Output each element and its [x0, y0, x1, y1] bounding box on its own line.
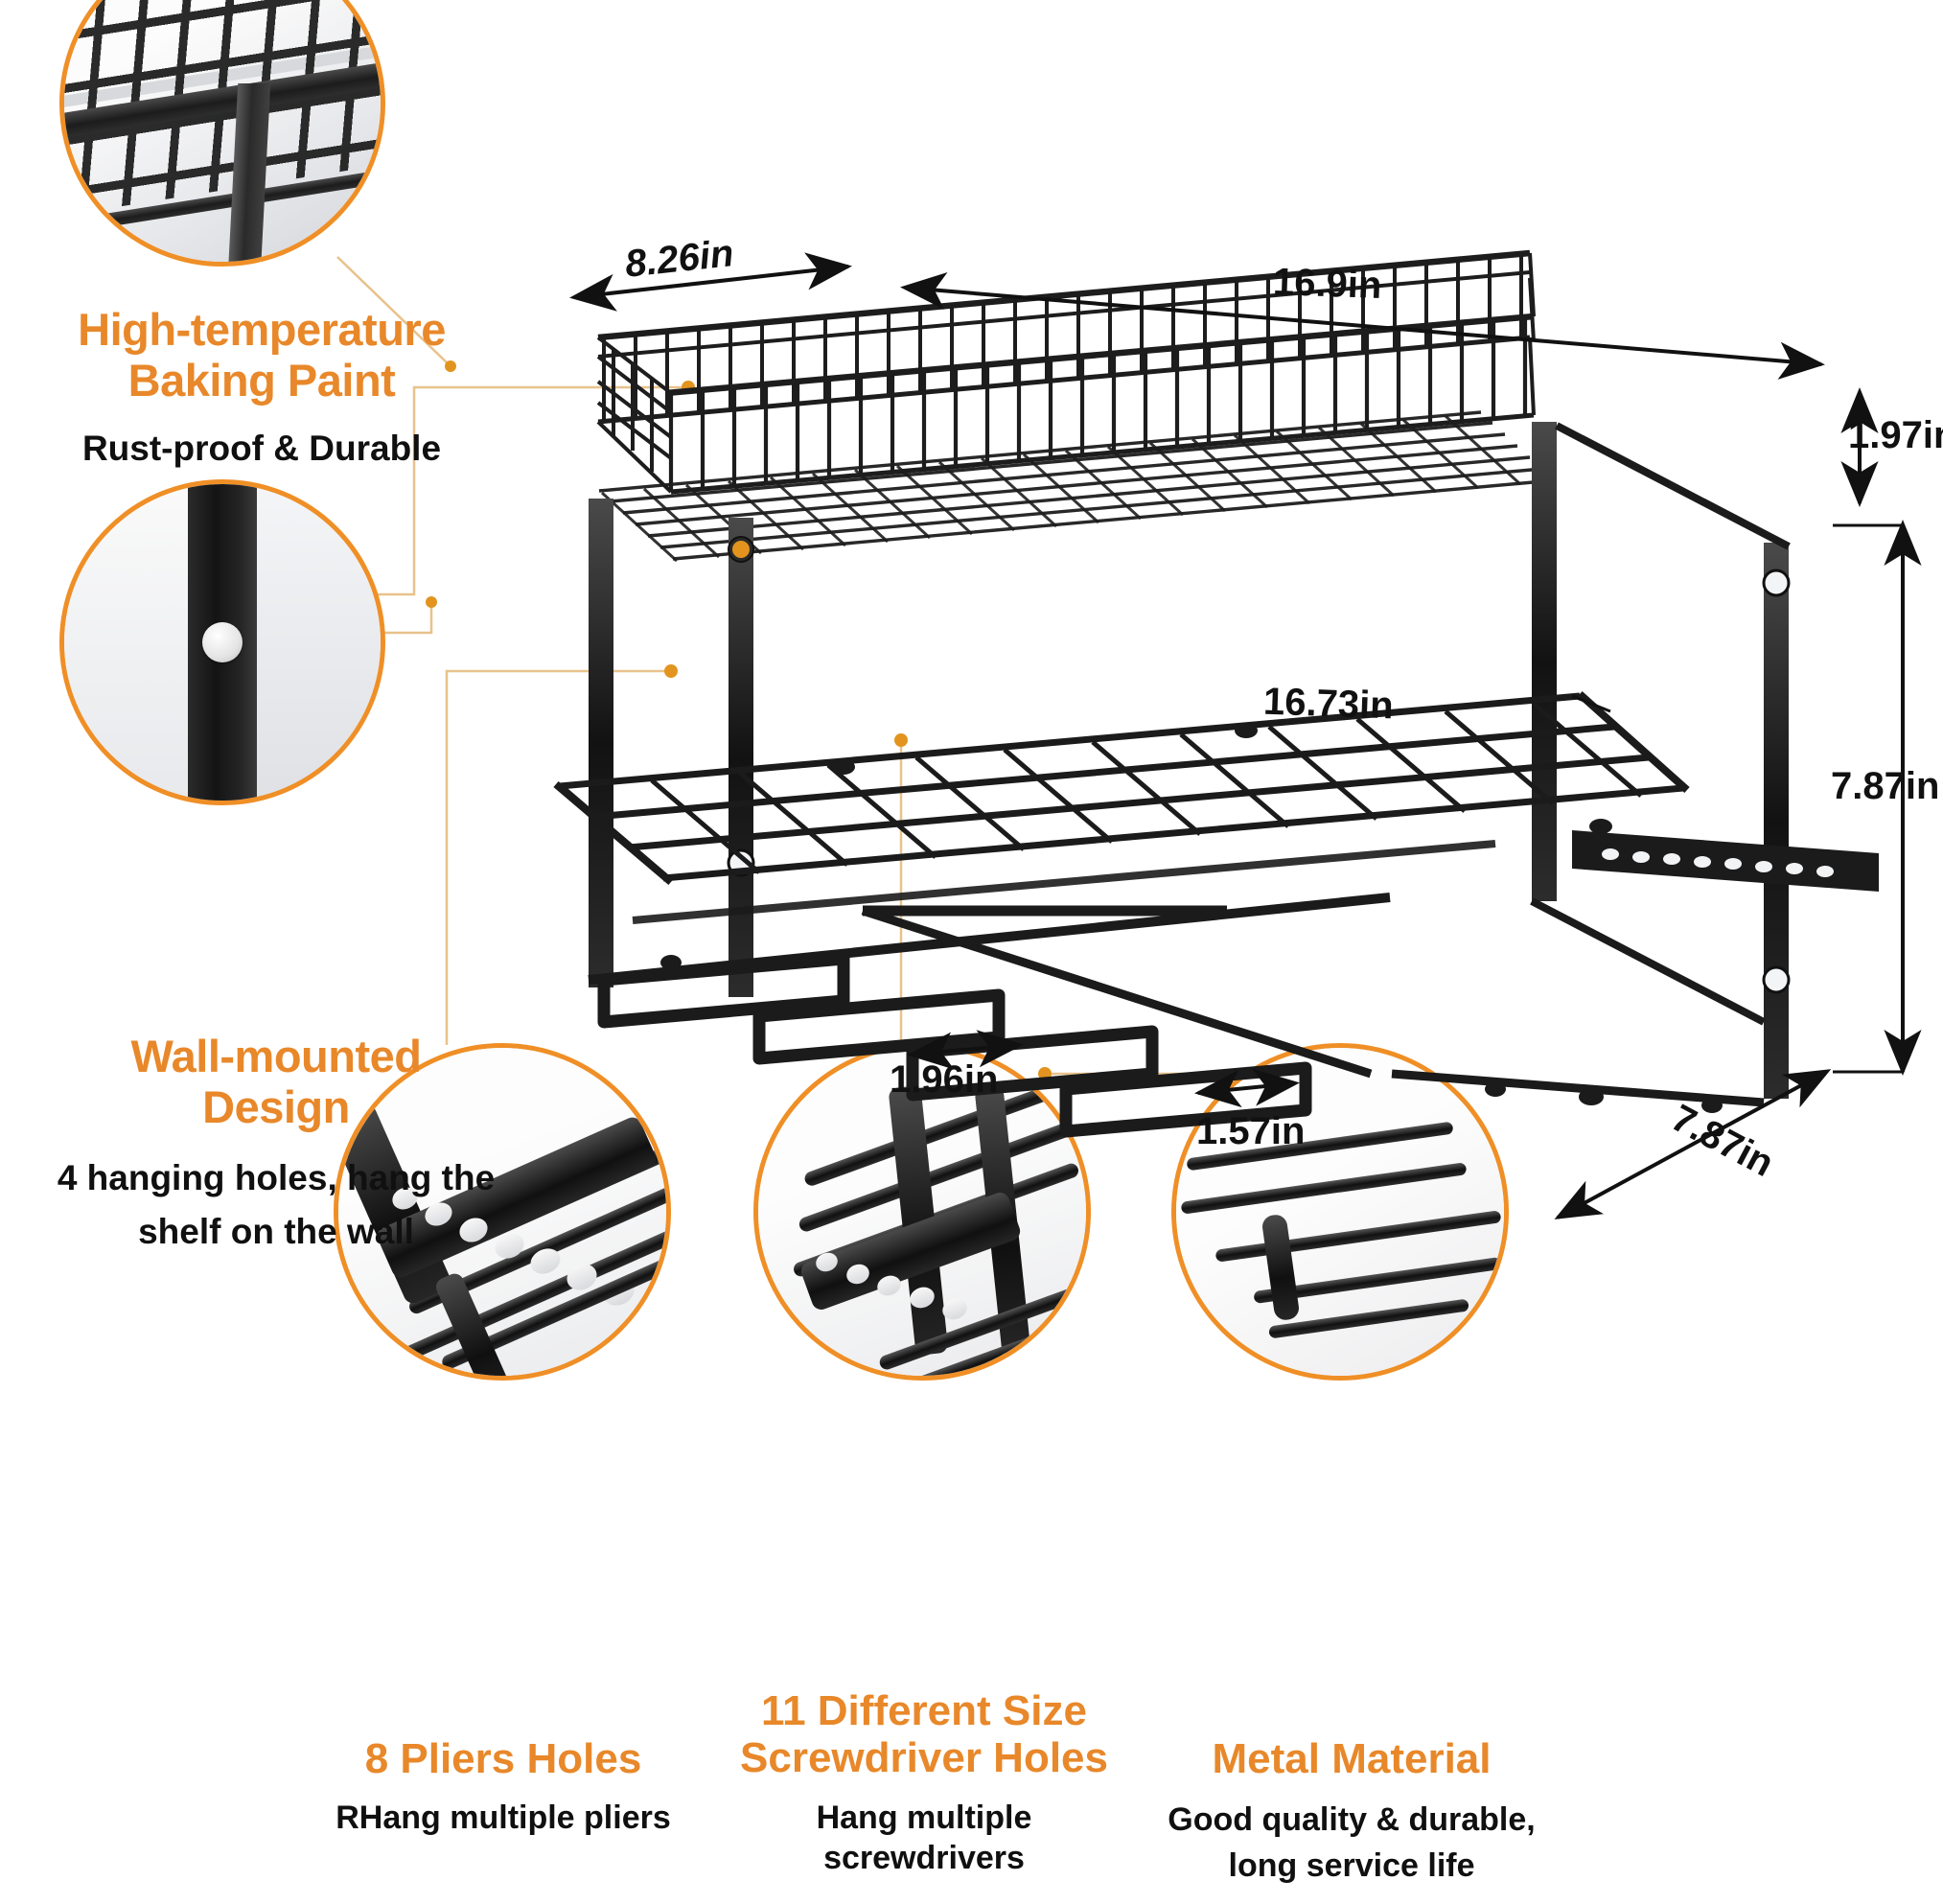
feature-text-wall-mounted: Wall-mounted Design 4 hanging holes, han…: [8, 1031, 544, 1258]
feature-subtitle-line1: RHang multiple pliers: [335, 1800, 671, 1837]
feature-subtitle-line1: Hang multiple screwdrivers: [816, 1799, 1032, 1877]
feature-photo-baking-paint: [59, 0, 385, 267]
dimension-label-middle-shelf-width: 16.73in: [1262, 680, 1395, 728]
feature-text-pliers-holes: 8 Pliers Holes RHang multiple pliers: [316, 1735, 690, 1839]
dimension-label-screwdriver-slot-width: 1.57in: [1196, 1110, 1306, 1152]
feature-title-line1: 11 Different Size: [761, 1687, 1087, 1734]
feature-subtitle-line1: Rust-proof & Durable: [81, 429, 442, 469]
rack-left-frame: [589, 499, 755, 997]
feature-photo-pliers-holes: [334, 1043, 671, 1381]
rack-right-frame: [1530, 422, 1791, 1099]
feature-text-screwdriver-holes: 11 Different Size Screwdriver Holes Hang…: [713, 1687, 1135, 1879]
feature-title-line2: Design: [202, 1080, 350, 1132]
dimension-label-basket-height: 1.97in: [1848, 414, 1943, 456]
dimension-label-overall-height: 7.87in: [1831, 765, 1940, 807]
feature-title-line2: Screwdriver Holes: [740, 1734, 1108, 1782]
dimension-leader-ticks: [1571, 694, 1611, 713]
feature-title-line1: 8 Pliers Holes: [364, 1735, 642, 1782]
screwdriver-hole-plate: [1572, 830, 1879, 892]
feature-photo-wall-mounted: [59, 479, 385, 805]
feature-subtitle-line2: long service life: [1228, 1846, 1475, 1884]
feature-title-line1: High-temperature: [78, 304, 446, 355]
feature-subtitle-line1: 4 hanging holes, hang the: [57, 1158, 496, 1198]
feature-subtitle-line2: shelf on the wall: [138, 1211, 414, 1251]
dimension-arrows: [569, 252, 1922, 1219]
feature-title-line2: Baking Paint: [127, 354, 396, 406]
feature-text-metal-material: Metal Material Good quality & durable, l…: [1141, 1735, 1562, 1889]
feature-photo-metal-material: [1171, 1043, 1509, 1381]
top-wire-basket: [596, 249, 1556, 563]
feature-title-line1: Metal Material: [1212, 1735, 1492, 1782]
dimension-label-pliers-slot-width: 1.96in: [890, 1058, 999, 1101]
bottom-hanger-bars: [588, 840, 1765, 1138]
dimension-label-basket-width: 16.9in: [1272, 261, 1383, 307]
feature-text-baking-paint: High-temperature Baking Paint Rust-proof…: [8, 304, 516, 472]
middle-shelf: [553, 691, 1690, 886]
feature-title-line1: Wall-mounted: [130, 1031, 422, 1081]
feature-subtitle-line1: Good quality & durable,: [1168, 1801, 1536, 1839]
